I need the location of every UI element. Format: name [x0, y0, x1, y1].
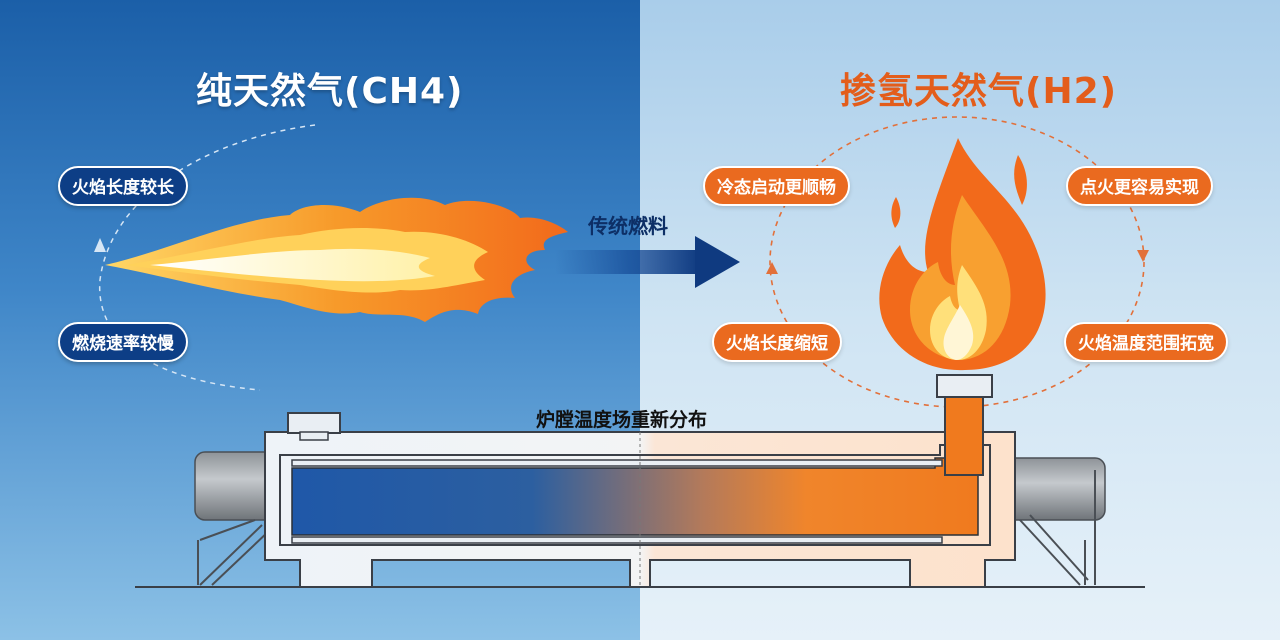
transition-arrow: [555, 236, 740, 288]
left-cycle-arc: [99, 124, 316, 391]
badge-shorter-flame: 火焰长度缩短: [712, 322, 842, 362]
badge-smoother-cold-start: 冷态启动更顺畅: [703, 166, 850, 206]
ch4-flame-icon: [105, 197, 568, 322]
right-arc-arrowhead-top: [1137, 250, 1149, 262]
right-arc-arrowhead-bottom: [766, 262, 778, 274]
h2-flame-icon: [879, 138, 1046, 371]
badge-easier-ignition: 点火更容易实现: [1066, 166, 1213, 206]
transition-arrow-label: 传统燃料: [588, 214, 668, 238]
badge-wider-temperature-range: 火焰温度范围拓宽: [1064, 322, 1228, 362]
furnace-illustration: [135, 374, 1145, 588]
left-arc-arrowhead: [94, 238, 106, 252]
furnace-label: 炉膛温度场重新分布: [536, 409, 708, 431]
badge-slower-burn: 燃烧速率较慢: [58, 322, 188, 362]
badge-longer-flame: 火焰长度较长: [58, 166, 188, 206]
h2-title: 掺氢天然气(H2): [840, 71, 1118, 112]
ch4-title: 纯天然气(CH4): [196, 71, 464, 112]
